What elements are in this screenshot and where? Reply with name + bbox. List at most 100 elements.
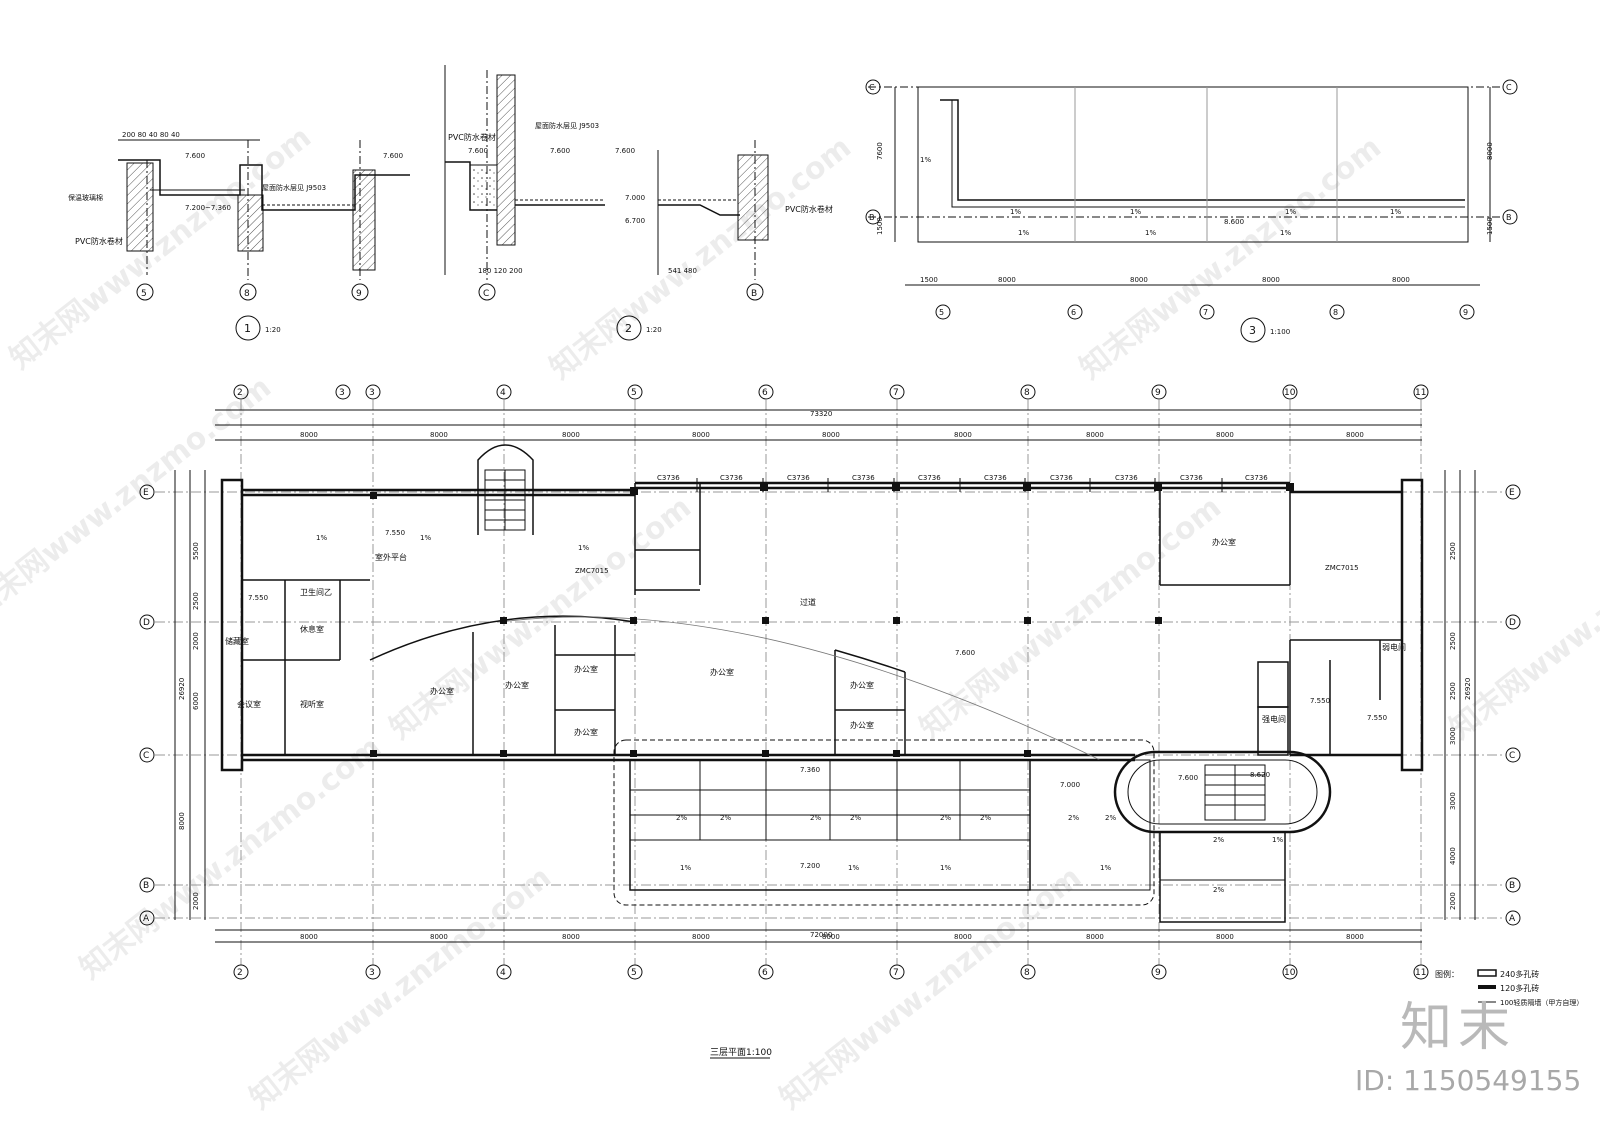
window-marks	[696, 478, 1223, 492]
elevation-label: 7.550	[385, 529, 405, 537]
dimension-lines	[174, 409, 1476, 943]
axis-label: E	[143, 488, 149, 498]
elevation-text: 7.600	[615, 147, 635, 155]
axis-bubble	[239, 283, 257, 301]
legend-swatch-240	[1477, 969, 1497, 977]
axis-bubble	[865, 209, 881, 225]
bay-dimension: 8000	[1086, 933, 1104, 941]
detail-2	[444, 65, 769, 341]
window-tag: C3736	[918, 474, 941, 482]
detail-bubble	[616, 315, 642, 341]
axis-label: 4	[500, 968, 506, 978]
axis-bubble	[865, 79, 881, 95]
axis-label: 9	[356, 289, 362, 299]
watermark: 知末网www.znzmo.com	[543, 130, 858, 387]
side-dimension: 8000	[178, 812, 186, 830]
room-label: 过道	[800, 597, 816, 607]
watermark: 知末网www.znzmo.com	[773, 860, 1088, 1117]
window-tag: C3736	[1180, 474, 1203, 482]
axis-label: 5	[631, 388, 637, 398]
detail-bubble	[1240, 317, 1266, 343]
elevation-label: 7.550	[248, 594, 268, 602]
window-tag: C3736	[984, 474, 1007, 482]
room-label: 室外平台	[375, 552, 407, 562]
bay-dimension: 8000	[1346, 431, 1364, 439]
stair-southeast	[1113, 750, 1332, 923]
axis-label: 6	[1071, 308, 1076, 317]
detail-number: 2	[625, 322, 632, 335]
room-label: 办公室	[505, 680, 529, 690]
elevation-text: 8.600	[1224, 218, 1244, 226]
window-tag: C3736	[657, 474, 680, 482]
axis-label: A	[143, 914, 150, 924]
section-line	[118, 159, 410, 211]
legend-item: 120多孔砖	[1500, 983, 1539, 993]
total-dimension: 73320	[810, 410, 832, 418]
interior-walls	[242, 483, 1402, 756]
dimension-text: 1500	[876, 217, 884, 235]
watermark: 知末网www.znzmo.com	[243, 860, 558, 1117]
total-dimension: 72000	[810, 931, 832, 939]
axis-label: 5	[631, 968, 637, 978]
elevation-text: 7.600	[468, 147, 488, 155]
watermark-layer: 知末网www.znzmo.com 知末网www.znzmo.com 知末网www…	[0, 120, 1600, 1117]
slope-text: 1%	[1018, 229, 1029, 237]
watermark: 知末网www.znzmo.com	[1073, 130, 1388, 387]
slope-label: 2%	[1213, 836, 1224, 844]
axis-bubble	[746, 283, 764, 301]
scale-text: 1:100	[1270, 328, 1290, 336]
slope-label: 1%	[680, 864, 691, 872]
dimension-text: 8000	[1486, 142, 1494, 160]
total-dimension: 26920	[178, 678, 186, 700]
elevation-text: 7.000	[625, 194, 645, 202]
side-dimension: 4000	[1449, 847, 1457, 865]
axis-bubble	[1329, 304, 1345, 320]
axis-label: C	[143, 751, 149, 761]
window-tag: C3736	[720, 474, 743, 482]
side-dimension: 3000	[1449, 727, 1457, 745]
side-dimension: 2500	[1449, 632, 1457, 650]
plan-title: 三层平面1:100	[710, 1047, 772, 1058]
wall-section	[352, 169, 376, 271]
axis-label: C	[1506, 83, 1512, 92]
bay-dimension: 8000	[692, 431, 710, 439]
side-dimension: 3000	[1449, 792, 1457, 810]
room-label: 会议室	[237, 699, 261, 709]
bay-dimension: 8000	[430, 431, 448, 439]
note-text: PVC防水卷材	[75, 236, 123, 246]
room-label: 储藏室	[225, 636, 249, 646]
arc-line	[499, 616, 1101, 761]
parapet-line	[951, 100, 1465, 208]
window-tag: C3736	[1115, 474, 1138, 482]
scale-text: 1:20	[265, 326, 281, 334]
axis-label: 10	[1284, 968, 1296, 978]
slope-text: 1%	[1285, 208, 1296, 216]
stair-north	[477, 444, 534, 535]
elevation-text: 6.700	[625, 217, 645, 225]
slope-text: 1%	[920, 156, 931, 164]
elevation-label: 7.200	[800, 862, 820, 870]
floor-plan	[139, 384, 1521, 980]
slope-label: 2%	[1213, 886, 1224, 894]
elevation-label: 7.550	[1310, 697, 1330, 705]
dimension-text: 8000	[1130, 276, 1148, 284]
plan-text: 73320 72000 26920 26920 8000 8000 8000 8…	[143, 388, 1516, 1059]
parapet-line	[940, 99, 1465, 201]
axis-label: C	[869, 83, 875, 92]
bay-dimension: 8000	[1346, 933, 1364, 941]
axis-label: 8	[244, 289, 250, 299]
room-label: 休息室	[300, 624, 324, 634]
room-label: 办公室	[574, 664, 598, 674]
elevation-label: 7.360	[800, 766, 820, 774]
axis-grid	[155, 400, 1505, 965]
axis-label: B	[1509, 881, 1515, 891]
bay-dimension: 8000	[1086, 431, 1104, 439]
wall-section	[237, 194, 264, 252]
bay-dimension: 8000	[300, 933, 318, 941]
axis-label: D	[143, 618, 150, 628]
bay-dimension: 8000	[822, 933, 840, 941]
scale-text: 1:20	[646, 326, 662, 334]
axis-label: 9	[1463, 308, 1468, 317]
elevation-text: 7.600	[383, 152, 403, 160]
